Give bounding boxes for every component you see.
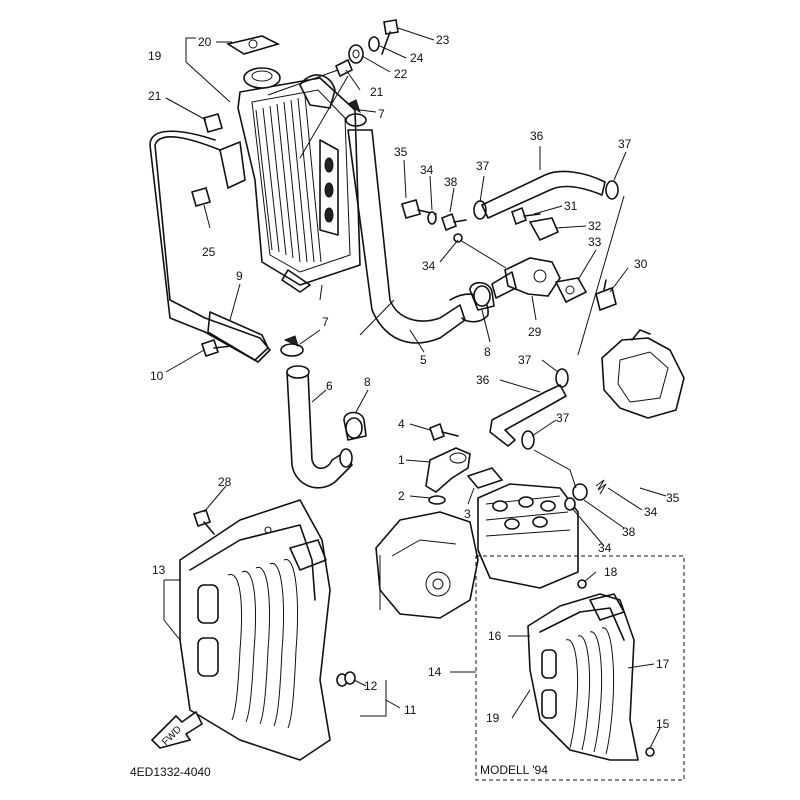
label-19: 19 (486, 711, 500, 725)
label-18: 18 (604, 565, 618, 579)
bolt-4 (429, 422, 459, 442)
label-29: 29 (528, 325, 542, 339)
bracket-32 (528, 217, 560, 242)
label-37-b: 37 (618, 137, 632, 151)
gasket-33 (554, 277, 588, 304)
thermo-switch-30 (595, 279, 617, 312)
label-13: 13 (152, 563, 166, 577)
label-6: 6 (326, 379, 333, 393)
plug-38 (441, 212, 467, 232)
label-12: 12 (364, 679, 378, 693)
radiator-hose-5 (347, 129, 489, 344)
label-5: 5 (420, 353, 427, 367)
label-33: 33 (588, 235, 602, 249)
clamp-7-lower (280, 335, 304, 357)
label-7-upper: 7 (378, 107, 385, 121)
label-38-upper: 38 (444, 175, 458, 189)
label-38-lower: 38 (622, 525, 636, 539)
label-24: 22 (394, 67, 408, 81)
clamp-37-d (521, 430, 535, 450)
thermostat-housing-29 (491, 257, 561, 299)
label-31: 31 (564, 199, 578, 213)
label-10: 10 (150, 369, 164, 383)
label-7-lower: 7 (322, 315, 329, 329)
fwd-arrow (150, 710, 204, 749)
leader-lines (163, 27, 667, 749)
label-34-b: 34 (422, 259, 436, 273)
label-17: 17 (656, 657, 670, 671)
collar-24 (348, 44, 364, 64)
spring-34 (595, 479, 607, 495)
label-34-c: 34 (644, 505, 658, 519)
bolt-28 (192, 508, 215, 535)
label-3: 3 (464, 507, 471, 521)
o-ring-2 (428, 495, 446, 505)
label-20: 19 (148, 49, 162, 63)
clamp-7-upper (345, 99, 367, 127)
label-35-lower: 35 (666, 491, 680, 505)
washer-34 (427, 211, 437, 225)
label-8-upper: 8 (484, 345, 491, 359)
label-30: 30 (634, 257, 648, 271)
clamp-8-upper (469, 281, 495, 311)
label-28: 28 (218, 475, 232, 489)
variant-box (475, 555, 685, 781)
label-32: 32 (588, 219, 602, 233)
label-22: 21 (148, 89, 162, 103)
plug-38-lower (564, 483, 588, 511)
label-8-lower: 8 (364, 375, 371, 389)
label-23: 21 (370, 85, 384, 99)
clamp-37-b (605, 180, 619, 200)
label-34-d: 34 (598, 541, 612, 555)
label-9: 9 (236, 269, 243, 283)
water-pipe-36-upper (481, 170, 606, 219)
label-37-d: 37 (556, 411, 570, 425)
grommet-27 (191, 187, 211, 207)
label-25: 23 (436, 33, 450, 47)
label-27: 25 (202, 245, 216, 259)
radiator-cap (225, 35, 281, 55)
bolt-25 (381, 19, 399, 55)
radiator-cover-right (527, 593, 639, 761)
bolt-10 (200, 338, 233, 358)
grommet-23 (334, 58, 354, 78)
radiator (219, 67, 361, 293)
label-4: 4 (398, 417, 405, 431)
inlet-joint-1 (425, 447, 471, 493)
label-15: 15 (656, 717, 670, 731)
label-37-c: 37 (518, 353, 532, 367)
radiator-cover-left (179, 499, 331, 761)
collar-12 (336, 671, 356, 687)
cylinder-head-upper (601, 329, 685, 419)
grommet-22 (203, 113, 223, 133)
drawing-code: 4ED1332-4040 (130, 765, 211, 779)
label-36-lower: 36 (476, 373, 490, 387)
gasket-3 (466, 467, 504, 489)
label-2: 2 (398, 489, 405, 503)
label-1: 1 (398, 453, 405, 467)
radiator-hose-6 (286, 365, 353, 489)
label-14: 14 (428, 665, 442, 679)
label-16: 16 (488, 629, 502, 643)
label-26: 24 (410, 51, 424, 65)
water-pipe-36-lower (489, 384, 567, 447)
clamp-8-lower (343, 411, 367, 441)
label-35-upper: 35 (394, 145, 408, 159)
washer-26 (368, 36, 380, 52)
label-11: 11 (404, 703, 417, 717)
label-36-upper: 36 (530, 129, 544, 143)
label-37-a: 37 (476, 159, 490, 173)
screw-15 (645, 747, 655, 757)
label-21: 20 (198, 35, 212, 49)
bolt-31 (511, 206, 541, 226)
crankcase (375, 511, 479, 619)
engine-cylinder (477, 483, 579, 589)
label-34-a: 34 (420, 163, 434, 177)
variant-box-label: MODELL '94 (480, 763, 548, 777)
breather-pipe (149, 130, 271, 363)
clamp-37-c (555, 368, 569, 388)
part-labels: 20 19 21 23 24 22 21 7 25 9 10 7 5 6 8 8… (130, 33, 680, 779)
